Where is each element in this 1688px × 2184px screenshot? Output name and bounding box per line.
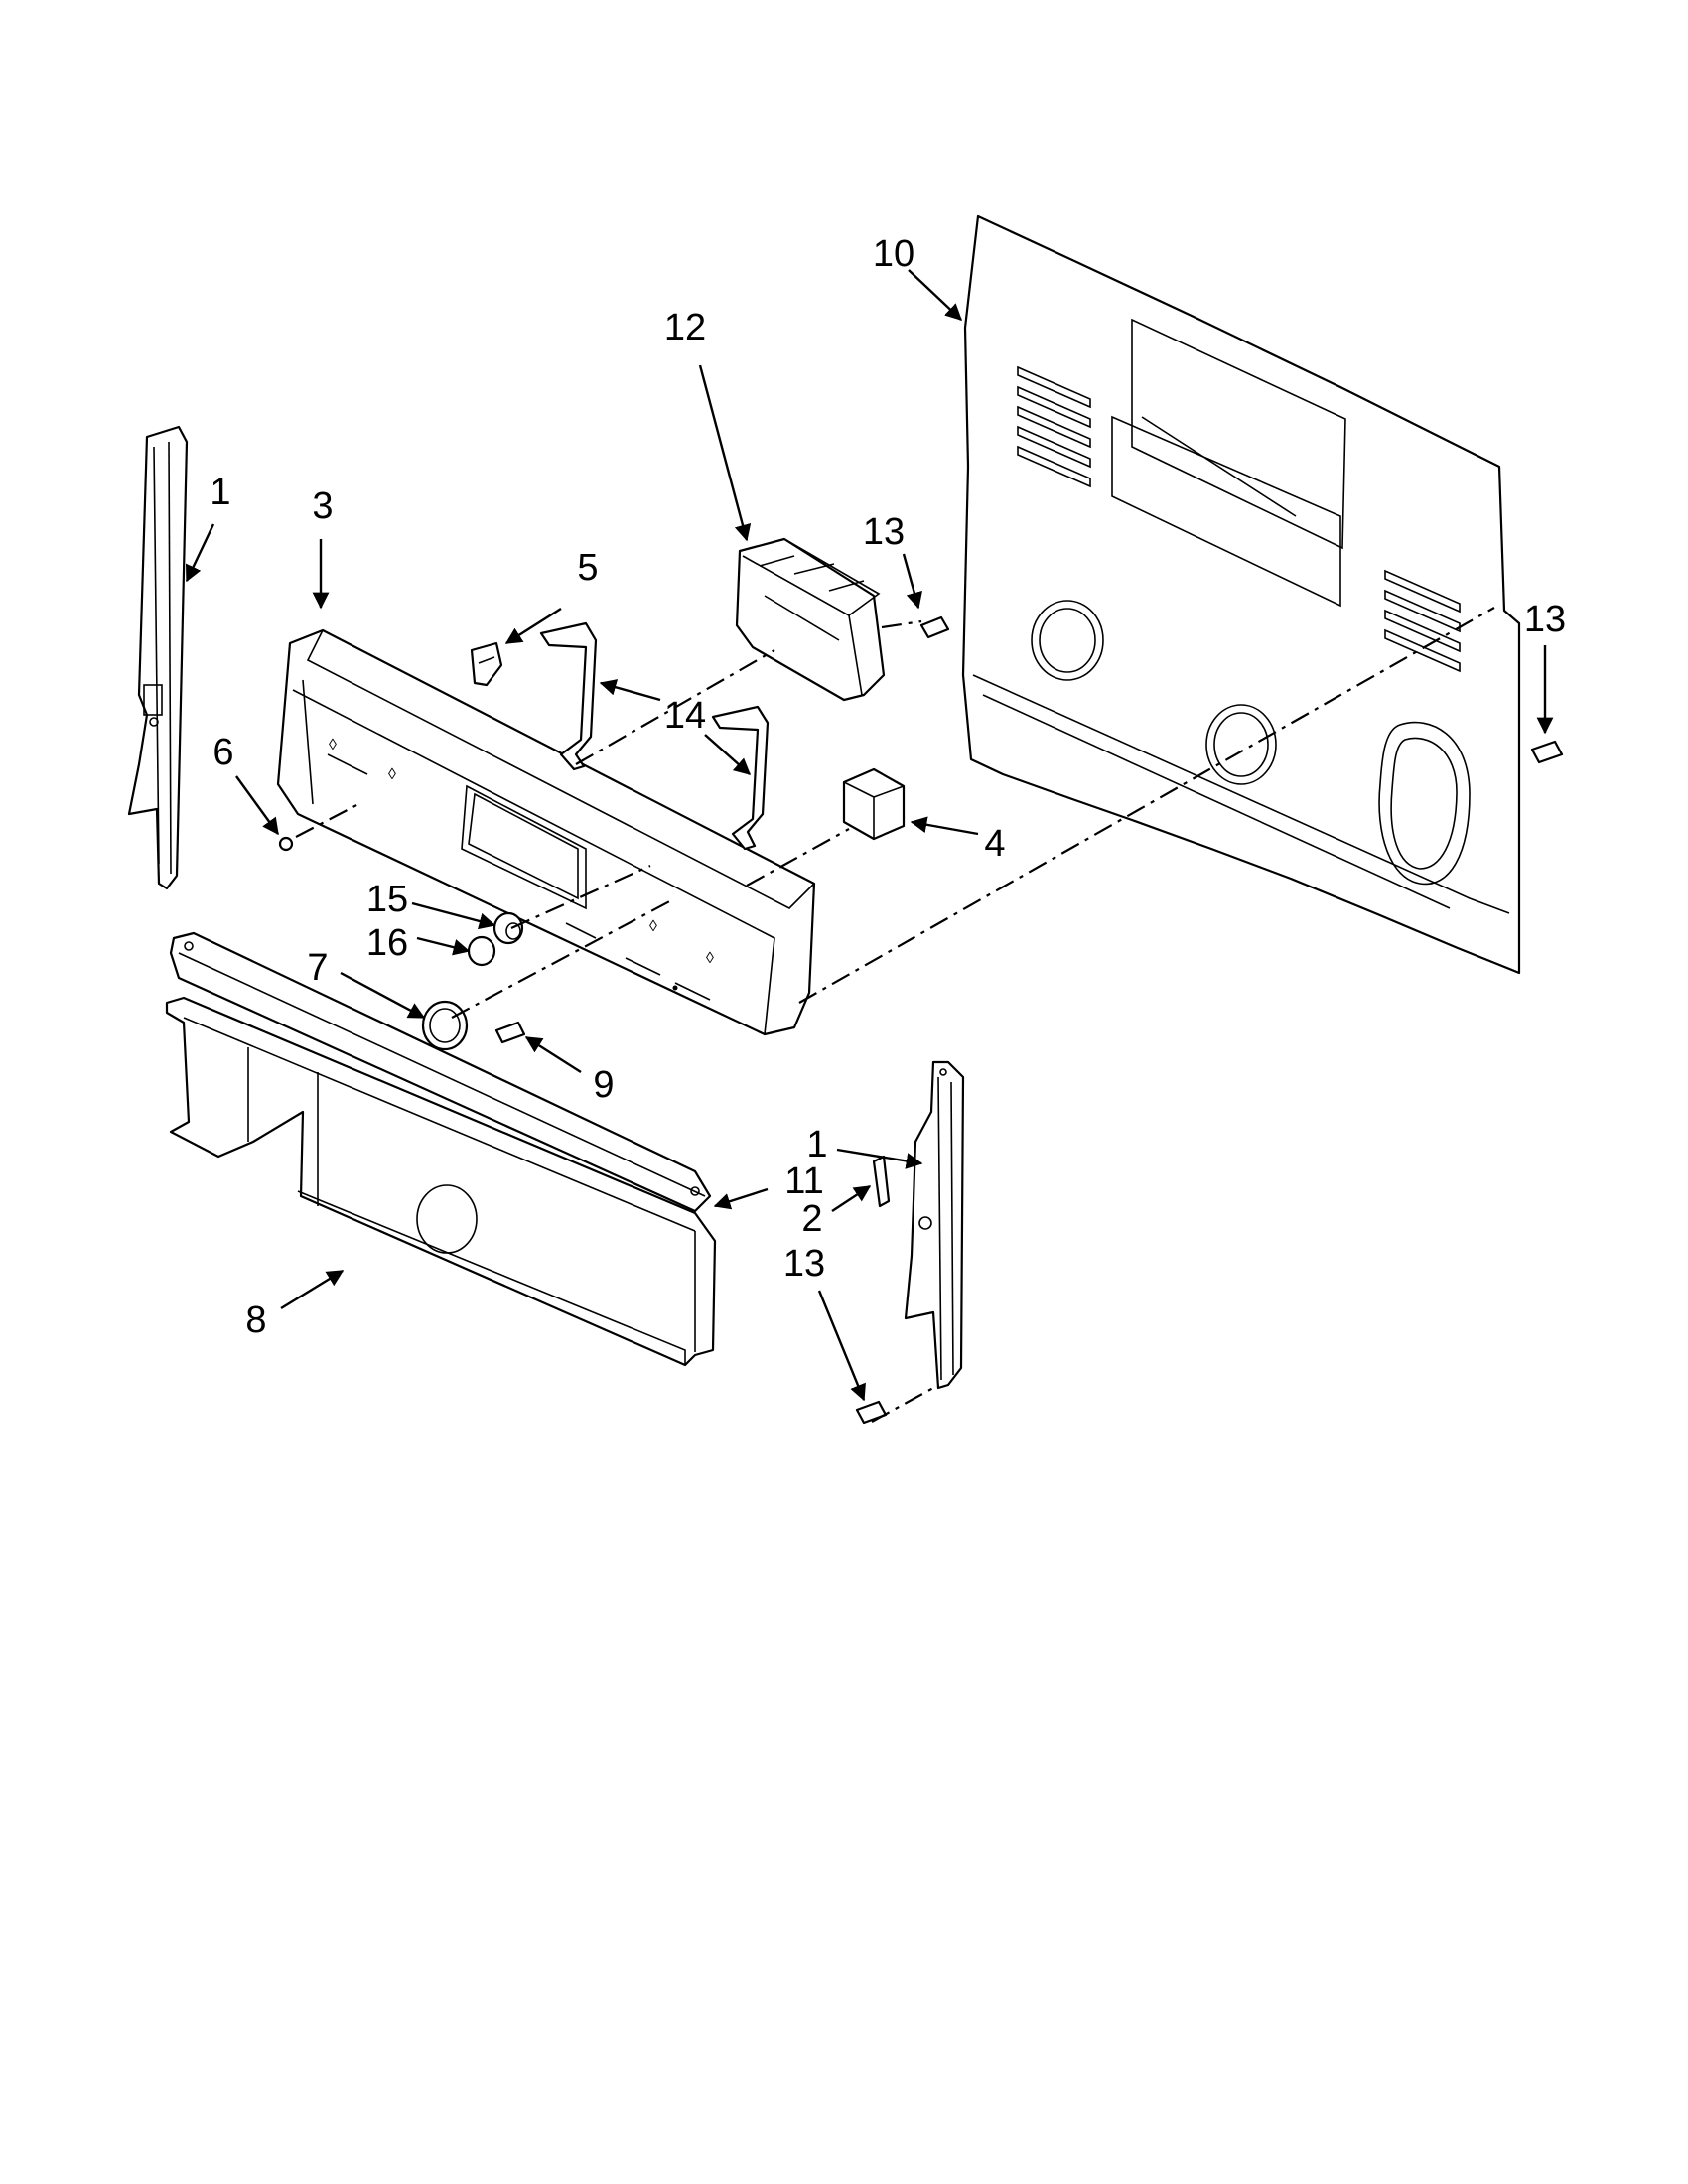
callout-1-left: 1 [210,472,230,513]
knob-15 [492,911,524,945]
rear-panel [961,214,1521,975]
callout-7: 7 [307,947,328,989]
callout-12: 12 [664,307,706,348]
alignment-lines [295,607,1495,1423]
screw-13-right [1530,740,1564,764]
vent-slots-right [1384,569,1461,673]
control-panel: ◊ ◊ ◊ ◊ [276,628,816,1036]
callout-13-right: 13 [1524,599,1566,640]
callout-8: 8 [245,1299,266,1341]
callout-15: 15 [366,879,408,920]
callout-2: 2 [801,1198,822,1240]
callout-10: 10 [873,233,914,275]
screw-6 [278,836,294,852]
electronic-control [735,537,886,702]
callout-9: 9 [593,1064,614,1106]
callout-16: 16 [366,922,408,964]
callout-13-center: 13 [863,511,905,553]
svg-text:◊: ◊ [388,766,396,783]
callout-4: 4 [984,823,1005,865]
lower-panel [165,996,717,1367]
callout-11: 11 [784,1160,823,1202]
svg-text:◊: ◊ [329,737,337,753]
relay [842,767,906,841]
screw-13-lower [855,1400,888,1425]
svg-text:◊: ◊ [649,918,657,935]
knob-insert-16 [467,935,496,967]
screw-13-center [919,615,950,639]
mounting-bracket-upper [539,621,598,771]
trim-strip [169,931,712,1213]
callout-1-right: 1 [806,1124,827,1165]
callout-5: 5 [577,547,598,589]
switch [470,641,503,687]
callout-6: 6 [212,732,233,773]
clip-2 [872,1155,891,1208]
mounting-bracket-lower [711,705,770,851]
side-bracket-left [127,425,189,890]
callout-14: 14 [664,695,706,737]
leader-arrows [185,269,1554,1402]
callout-13-lower: 13 [783,1243,825,1285]
svg-text:◊: ◊ [706,950,714,967]
vent-slots-left [1017,365,1091,488]
callout-3: 3 [312,485,333,527]
knob-7 [421,1000,469,1051]
screw-9 [494,1021,526,1044]
side-bracket-right [904,1060,965,1390]
